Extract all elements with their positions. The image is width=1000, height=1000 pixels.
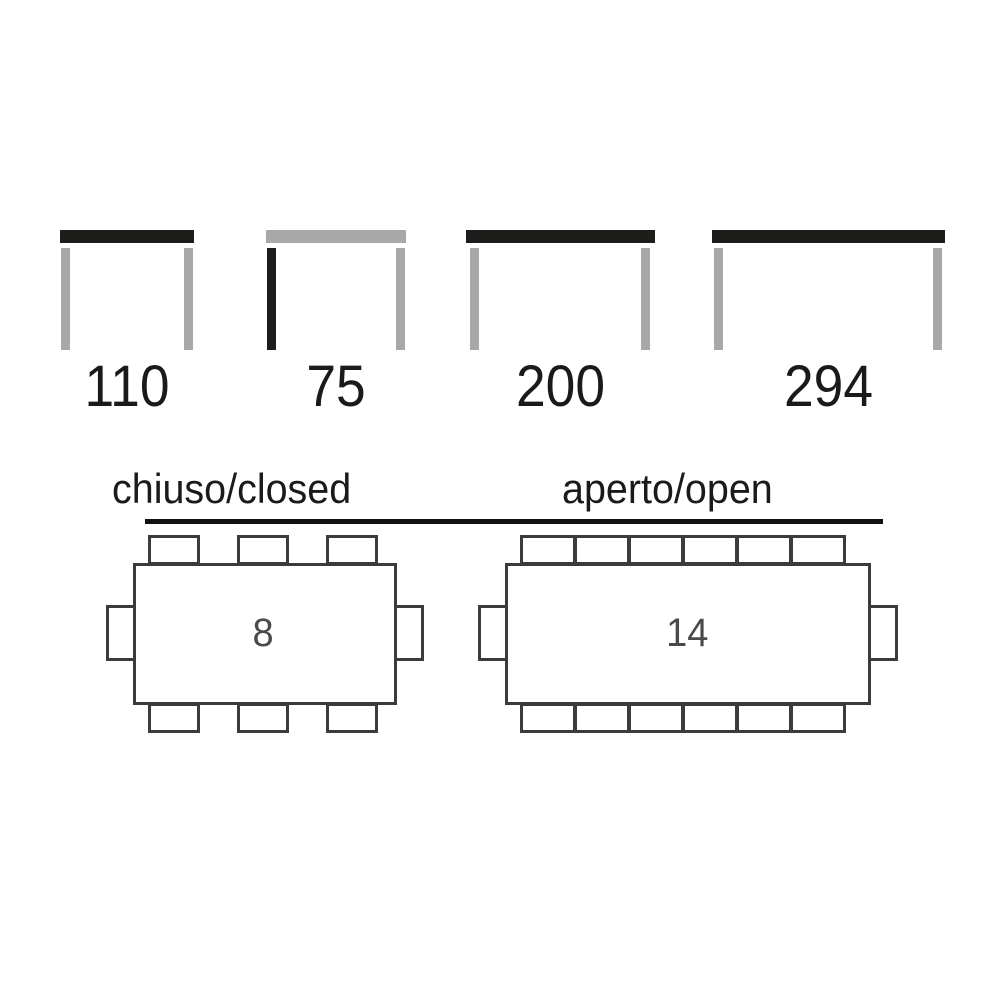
chair-bottom-6 [790, 703, 846, 733]
table-leg-right [933, 248, 942, 350]
tabletop-bar [266, 230, 406, 243]
caption-closed: chiuso/closed [112, 465, 352, 512]
tabletop-bar [466, 230, 655, 243]
chair-right-1 [868, 605, 898, 661]
chair-top-3 [326, 535, 378, 565]
dimension-label-294: 294 [783, 354, 874, 419]
elevation-length-closed-200: 200 [466, 230, 655, 430]
chair-left-1 [106, 605, 136, 661]
plan-captions: chiuso/closed aperto/open [0, 466, 1000, 512]
chair-bottom-5 [736, 703, 792, 733]
chair-top-1 [520, 535, 576, 565]
chair-bottom-4 [682, 703, 738, 733]
elevation-width-110: 110 [60, 230, 194, 430]
table-leg-right [641, 248, 650, 350]
dimension-label-200: 200 [515, 354, 606, 419]
seat-count-closed: 8 [252, 611, 274, 655]
chair-bottom-1 [148, 703, 200, 733]
chair-left-1 [478, 605, 508, 661]
chair-bottom-3 [628, 703, 684, 733]
chair-bottom-2 [237, 703, 289, 733]
table-leg-right [396, 248, 405, 350]
elevation-height-75: 75 [266, 230, 406, 430]
tabletop-bar [60, 230, 194, 243]
dimension-label-75: 75 [306, 354, 366, 419]
chair-top-2 [237, 535, 289, 565]
chair-bottom-2 [574, 703, 630, 733]
chair-top-4 [682, 535, 738, 565]
plan-open: 14 [478, 535, 900, 735]
table-leg-left [267, 248, 276, 350]
chair-right-1 [394, 605, 424, 661]
table-leg-left [470, 248, 479, 350]
table-leg-left [714, 248, 723, 350]
chair-top-6 [790, 535, 846, 565]
chair-top-2 [574, 535, 630, 565]
tabletop-plan [133, 563, 397, 705]
seat-count-open: 14 [666, 611, 709, 655]
table-leg-left [61, 248, 70, 350]
chair-bottom-1 [520, 703, 576, 733]
chair-top-5 [736, 535, 792, 565]
caption-open: aperto/open [562, 465, 773, 512]
caption-divider-rule [145, 519, 883, 524]
plan-closed: 8 [106, 535, 426, 735]
chair-top-1 [148, 535, 200, 565]
chair-top-3 [628, 535, 684, 565]
table-leg-right [184, 248, 193, 350]
dimension-label-110: 110 [84, 354, 170, 419]
elevation-length-open-294: 294 [712, 230, 945, 430]
chair-bottom-3 [326, 703, 378, 733]
tabletop-bar [712, 230, 945, 243]
tabletop-plan [505, 563, 871, 705]
